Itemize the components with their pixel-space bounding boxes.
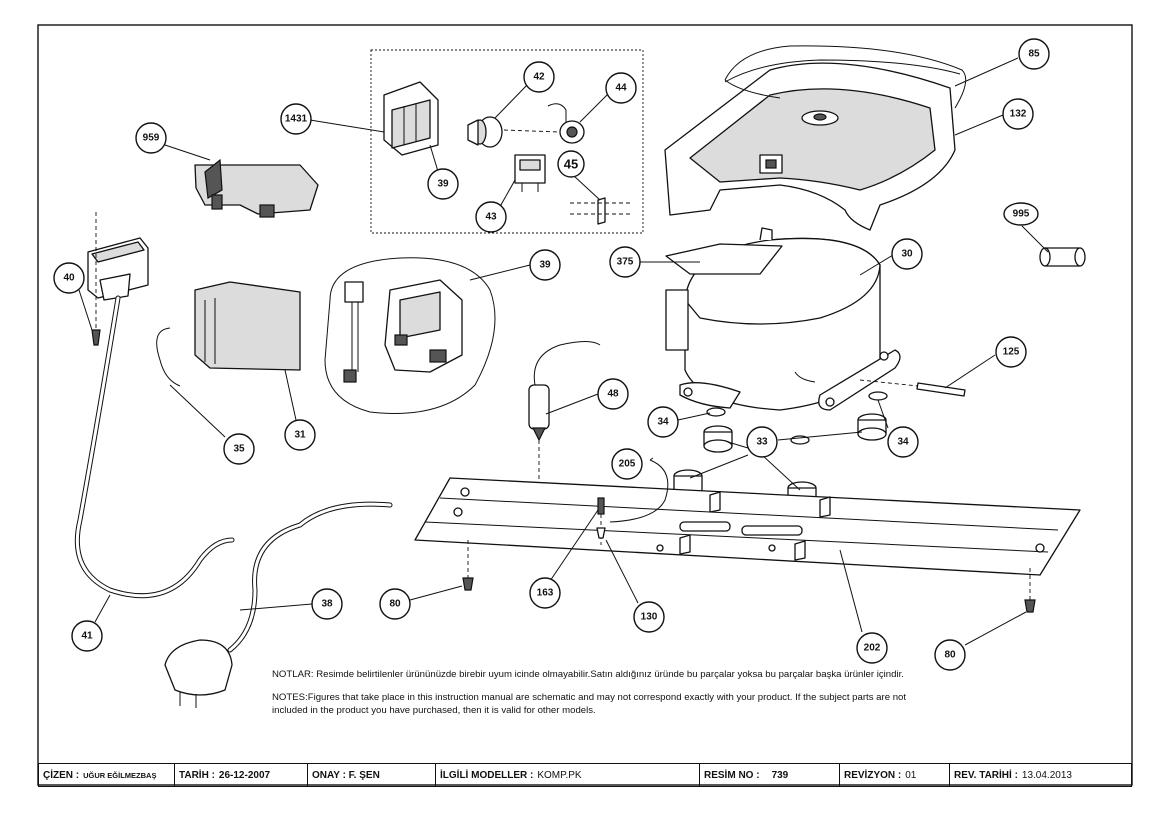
ptc-starter-42 bbox=[467, 116, 503, 148]
revizyon-cell: REVİZYON : 01 bbox=[839, 764, 949, 786]
callout-375: 375 bbox=[609, 246, 641, 278]
svg-text:34: 34 bbox=[897, 437, 909, 448]
notes-block: NOTLAR: Resimde belirtilenler ürününüzde… bbox=[272, 668, 912, 727]
callout-44: 44 bbox=[605, 72, 637, 104]
clamp-35 bbox=[156, 327, 181, 387]
svg-text:33: 33 bbox=[756, 437, 768, 448]
svg-text:132: 132 bbox=[1010, 109, 1027, 120]
title-block: ÇİZEN : UĞUR EĞİLMEZBAŞ TARİH : 26-12-20… bbox=[38, 763, 1132, 787]
notes-english: NOTES:Figures that take place in this in… bbox=[272, 692, 907, 716]
callout-38: 38 bbox=[311, 588, 343, 620]
tray-gasket bbox=[724, 45, 967, 109]
svg-text:38: 38 bbox=[321, 599, 333, 610]
foot-80-left bbox=[462, 540, 474, 591]
callout-202: 202 bbox=[856, 632, 888, 664]
onay-cell: ONAY : F. ŞEN bbox=[307, 764, 435, 786]
svg-text:43: 43 bbox=[485, 212, 497, 223]
tube-995 bbox=[1039, 247, 1086, 267]
callout-959: 959 bbox=[135, 122, 167, 154]
svg-text:30: 30 bbox=[901, 249, 913, 260]
svg-text:48: 48 bbox=[607, 389, 619, 400]
compressor-30 bbox=[665, 227, 901, 411]
pin-125 bbox=[916, 382, 966, 397]
relay-kit-box bbox=[370, 49, 644, 234]
overload-protector-44 bbox=[547, 103, 585, 144]
leader-lines bbox=[78, 57, 1049, 646]
callout-39-kit: 39 bbox=[427, 168, 459, 200]
svg-text:39: 39 bbox=[539, 260, 551, 271]
drawing-frame bbox=[37, 24, 1133, 786]
tarih-cell: TARİH : 26-12-2007 bbox=[174, 764, 307, 786]
svg-text:42: 42 bbox=[533, 72, 545, 83]
plug-38 bbox=[164, 639, 233, 708]
foot-80-right bbox=[1024, 568, 1036, 613]
svg-text:1431: 1431 bbox=[285, 114, 308, 125]
svg-text:44: 44 bbox=[615, 83, 627, 94]
svg-text:80: 80 bbox=[944, 650, 956, 661]
svg-text:130: 130 bbox=[641, 612, 658, 623]
svg-text:163: 163 bbox=[537, 588, 554, 599]
svg-text:41: 41 bbox=[81, 631, 93, 642]
cizen-cell: ÇİZEN : UĞUR EĞİLMEZBAŞ bbox=[38, 764, 174, 786]
svg-text:959: 959 bbox=[143, 133, 160, 144]
terminal-cover-31 bbox=[194, 281, 301, 371]
capacitor-48 bbox=[528, 341, 601, 492]
callout-205: 205 bbox=[611, 448, 643, 480]
screw-163 bbox=[597, 497, 605, 515]
relay-43 bbox=[514, 154, 546, 192]
earth-wire-205 bbox=[609, 459, 669, 523]
callout-34-right: 34 bbox=[887, 426, 919, 458]
callout-80-left: 80 bbox=[379, 588, 411, 620]
drip-tray bbox=[664, 62, 956, 231]
callout-31: 31 bbox=[284, 419, 316, 451]
callout-35: 35 bbox=[223, 433, 255, 465]
notes-turkish: NOTLAR: Resimde belirtilenler ürününüzde… bbox=[272, 669, 904, 680]
relay-assembly-1431 bbox=[383, 81, 439, 156]
svg-text:995: 995 bbox=[1013, 209, 1030, 220]
svg-text:375: 375 bbox=[617, 257, 634, 268]
callout-1431: 1431 bbox=[280, 103, 312, 135]
callout-132: 132 bbox=[1002, 98, 1034, 130]
rev-tarihi-cell: REV. TARİHİ : 13.04.2013 bbox=[949, 764, 1132, 786]
cord-bracket-959 bbox=[194, 158, 319, 218]
svg-text:34: 34 bbox=[657, 417, 669, 428]
callout-80-right: 80 bbox=[934, 639, 966, 671]
callout-43: 43 bbox=[475, 201, 507, 233]
svg-text:85: 85 bbox=[1028, 49, 1040, 60]
relay-detail-bubble bbox=[324, 257, 496, 414]
base-plate-202 bbox=[414, 477, 1081, 576]
callout-30: 30 bbox=[891, 238, 923, 270]
relay-39 bbox=[343, 279, 463, 383]
svg-text:205: 205 bbox=[619, 459, 636, 470]
svg-text:40: 40 bbox=[63, 273, 75, 284]
svg-text:125: 125 bbox=[1003, 347, 1020, 358]
resim-no-cell: RESİM NO : 739 bbox=[699, 764, 839, 786]
label-375 bbox=[665, 243, 783, 275]
callout-33: 33 bbox=[746, 426, 778, 458]
callout-163: 163 bbox=[529, 577, 561, 609]
callout-125: 125 bbox=[995, 336, 1027, 368]
modeller-cell: İLGİLİ MODELLER : KOMP.PK bbox=[435, 764, 699, 786]
svg-text:80: 80 bbox=[389, 599, 401, 610]
callout-40: 40 bbox=[53, 262, 85, 294]
callout-42: 42 bbox=[523, 61, 555, 93]
svg-text:31: 31 bbox=[294, 430, 306, 441]
callout-34-left: 34 bbox=[647, 406, 679, 438]
callout-41: 41 bbox=[71, 620, 103, 652]
callout-39-detail: 39 bbox=[529, 249, 561, 281]
callout-130: 130 bbox=[633, 601, 665, 633]
svg-text:202: 202 bbox=[864, 643, 881, 654]
socket-40 bbox=[87, 212, 149, 346]
callout-48: 48 bbox=[597, 378, 629, 410]
callout-45: 45 bbox=[557, 150, 585, 178]
svg-text:35: 35 bbox=[233, 444, 245, 455]
screw-130 bbox=[596, 527, 606, 539]
svg-text:39: 39 bbox=[437, 179, 449, 190]
callout-995: 995 bbox=[1003, 202, 1039, 226]
svg-text:45: 45 bbox=[564, 157, 578, 172]
callout-85: 85 bbox=[1018, 38, 1050, 70]
clip-45 bbox=[570, 197, 630, 225]
